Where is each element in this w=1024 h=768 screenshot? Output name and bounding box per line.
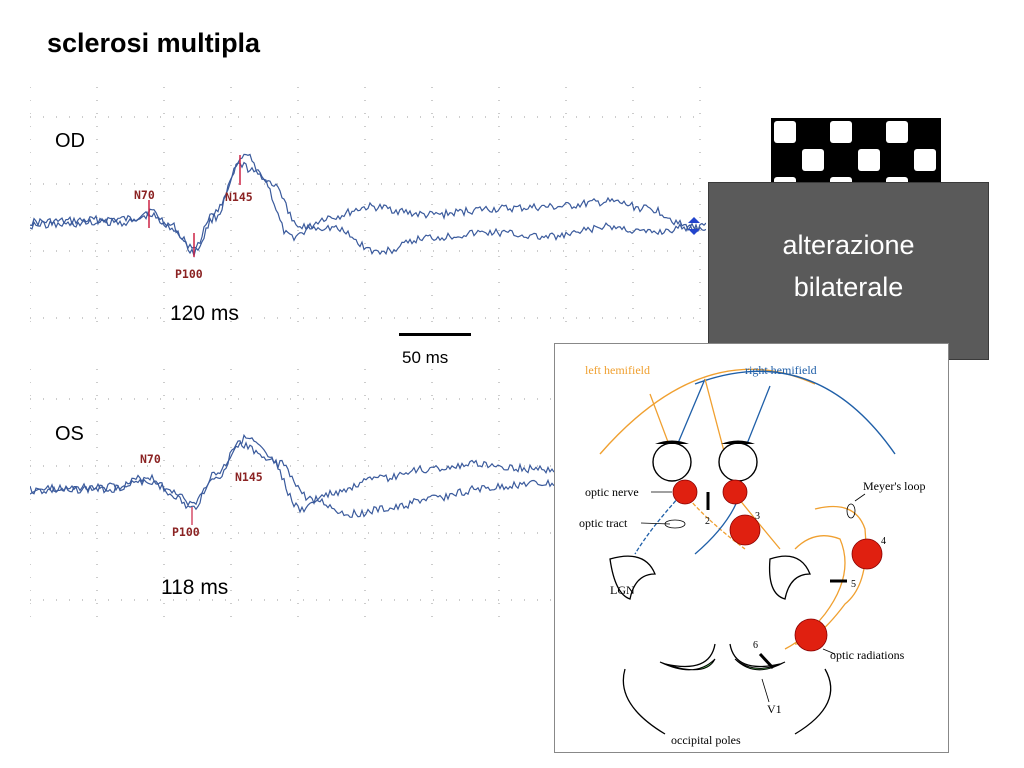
checker-square [886,121,908,143]
od-trace-1 [30,161,706,258]
visual-pathway-svg: left hemifield right hemifield [579,363,925,747]
number-4-label: 4 [881,536,886,547]
os-n145-label: N145 [235,470,263,484]
checker-square [858,149,880,171]
lgn-label: LGN [610,583,635,597]
od-label: OD [55,130,85,152]
number-3-label: 3 [755,511,760,522]
od-trace-plot: N70 P100 N145 [30,87,706,330]
lesion-dot-optic-nerve-left [672,479,698,505]
checkerboard-stimulus-image [771,118,941,184]
od-n145-label: N145 [225,190,253,204]
right-eye [718,442,758,482]
checker-square [914,149,936,171]
optic-radiations-label: optic radiations [830,648,905,662]
os-label: OS [55,423,84,445]
os-n70-label: N70 [140,452,161,466]
checkerboard-pattern [771,118,941,184]
left-lgn-shape [609,555,656,600]
od-p100-label: P100 [175,267,203,281]
od-trace-panel: N70 P100 N145 OD 120 ms [30,87,706,330]
slide-title: sclerosi multipla [47,28,261,58]
od-arrow-icon [688,217,700,235]
right-lgn-shape [768,555,811,600]
od-grid [30,87,706,330]
time-scale-bar [399,333,471,336]
os-p100-label: P100 [172,525,200,539]
os-grid [30,369,554,625]
summary-line-2: bilaterale [793,272,904,302]
lesion-dot-optic-radiations [794,618,828,652]
lesion-bar-6 [758,652,775,670]
od-n70-label: N70 [134,188,155,202]
od-latency: 120 ms [170,302,239,325]
number-2-label: 2 [705,516,710,527]
visual-pathway-diagram: left hemifield right hemifield [554,343,949,753]
optic-nerve-label: optic nerve [585,485,639,499]
os-trace-2 [30,433,554,518]
occipital-poles-label: occipital poles [671,733,741,747]
right-hemifield-label: right hemifield [745,363,817,377]
os-trace-1 [30,440,554,514]
v1-label: V1 [767,702,782,716]
time-scale-label: 50 ms [402,348,449,367]
optic-tract-label: optic tract [579,516,628,530]
left-eye [652,442,692,482]
checker-square [830,121,852,143]
checker-background [771,118,941,184]
checker-square [774,121,796,143]
os-trace-plot: N70 P100 N145 [30,369,554,625]
lesion-dot-optic-nerve-right [722,479,748,505]
checker-square [802,149,824,171]
number-6-label: 6 [753,640,758,651]
lesion-dot-4 [851,538,883,570]
left-v1-cortex [659,658,716,671]
left-hemifield-label: left hemifield [585,363,650,377]
lesion-dot-3 [729,514,761,546]
number-5-label: 5 [851,579,856,590]
left-hemifield-arc [599,368,816,455]
os-latency: 118 ms [161,576,229,599]
summary-box: alterazione bilaterale [708,182,989,360]
os-trace-panel: N70 P100 N145 OS 118 ms [30,369,554,625]
meyers-loop-label: Meyer's loop [863,479,925,493]
right-hemifield-arc [694,370,896,455]
od-trace-2 [30,153,706,256]
summary-line-1: alterazione [782,230,915,260]
